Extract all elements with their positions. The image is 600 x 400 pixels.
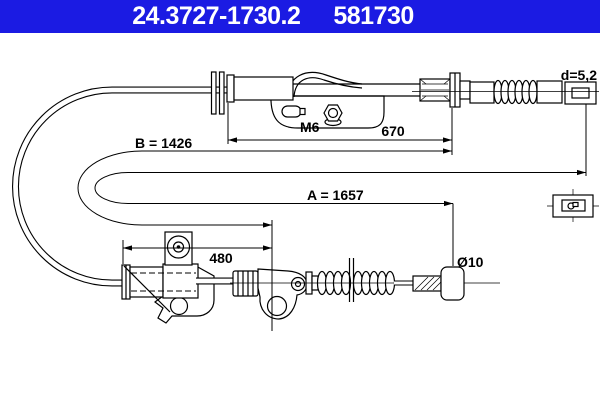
dim-670-label: 670	[381, 123, 405, 139]
dim-a-label: A = 1657	[307, 187, 364, 203]
bellows-lower	[316, 258, 396, 302]
cable-loop	[12, 86, 230, 287]
dim-480-label: 480	[209, 250, 233, 266]
end-fitting-eye	[412, 81, 599, 105]
dimension-A-1657	[94, 104, 587, 266]
dim-b-label: B = 1426	[135, 135, 192, 151]
end-fitting-detail-view	[547, 189, 599, 222]
header-bar: 24.3727-1730.2 581730	[0, 0, 600, 33]
dimension-B-1426	[77, 148, 452, 228]
part-number-text: 24.3727-1730.2	[132, 2, 301, 30]
abutment-cylinder	[226, 74, 294, 103]
housing-tube	[293, 83, 420, 97]
bellows-upper	[493, 79, 563, 105]
cable-clamp	[210, 71, 225, 115]
housing-lower-end	[121, 257, 215, 324]
threaded-adjuster	[419, 72, 495, 108]
dimension-670	[227, 103, 453, 155]
nipple-diameter-label: Ø10	[457, 254, 484, 270]
dimension-480	[122, 220, 273, 331]
m6-nut-icon	[323, 104, 343, 127]
nipple-end	[230, 266, 500, 301]
nipple-barrel	[440, 266, 465, 301]
reference-number-text: 581730	[333, 2, 414, 30]
end-diameter-label: d=5,2	[561, 67, 597, 83]
thread-size-label: M6	[300, 119, 320, 135]
equalizer-bracket	[232, 268, 319, 320]
